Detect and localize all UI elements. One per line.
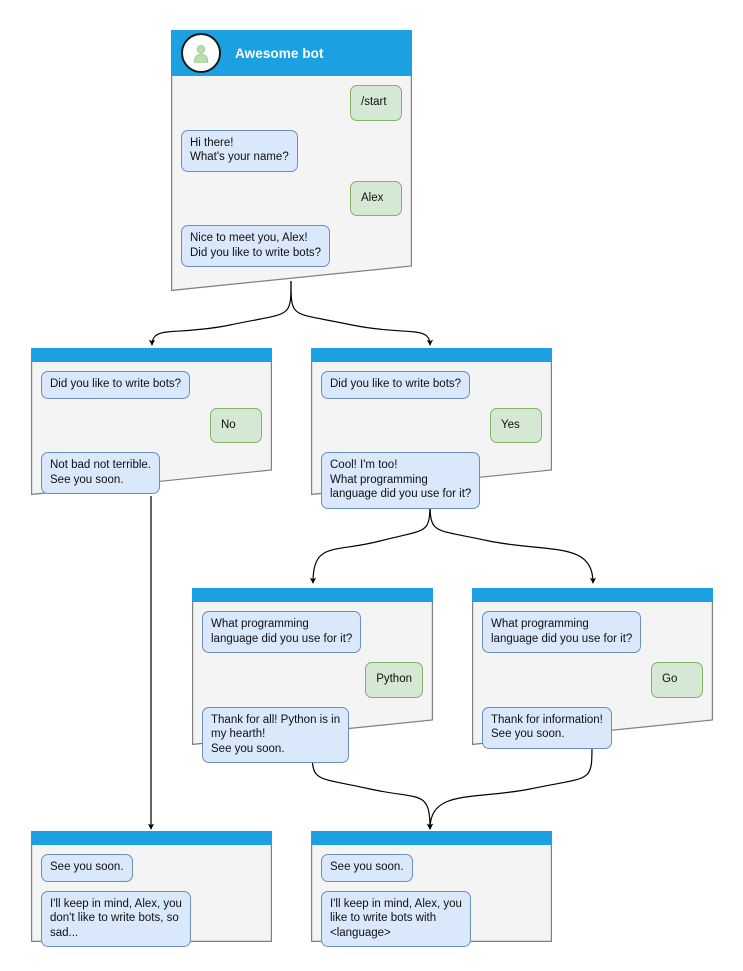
message-row: Go [482, 662, 703, 698]
user-message-bubble: No [210, 407, 262, 443]
node-start-title: Awesome bot [235, 45, 324, 61]
node-answer-python-header [192, 588, 433, 602]
user-message-bubble: Alex [350, 180, 402, 216]
bot-message-bubble: Thank for information! See you soon. [482, 706, 612, 749]
node-answer-go-header [472, 588, 713, 602]
node-answer-yes-chat: Did you like to write bots? Yes Cool! I'… [311, 362, 552, 528]
bot-message-bubble: Hi there! What's your name? [181, 129, 298, 172]
node-end-happy-chat: See you soon. I'll keep in mind, Alex, y… [311, 845, 552, 966]
person-avatar-icon [181, 33, 221, 73]
node-start-chat: /start Hi there! What's your name? Alex … [171, 76, 412, 286]
node-end-sad-chat: See you soon. I'll keep in mind, Alex, y… [31, 845, 272, 966]
bot-message-bubble: See you soon. [321, 854, 413, 882]
message-row: What programming language did you use fo… [482, 611, 703, 653]
node-start-header: Awesome bot [171, 30, 412, 76]
user-message-bubble: Yes [490, 407, 542, 443]
message-row: Thank for all! Python is in my hearth! S… [202, 706, 423, 763]
message-row: Thank for information! See you soon. [482, 706, 703, 749]
node-answer-no[interactable]: Did you like to write bots? No Not bad n… [31, 348, 272, 496]
user-message-bubble: Python [365, 662, 423, 698]
message-row: Did you like to write bots? [321, 371, 542, 399]
message-row: See you soon. [321, 854, 542, 882]
message-row: Python [202, 662, 423, 698]
bot-message-bubble: Did you like to write bots? [321, 371, 471, 399]
message-row: I'll keep in mind, Alex, you don't like … [41, 890, 262, 947]
bot-message-bubble: Nice to meet you, Alex! Did you like to … [181, 225, 331, 267]
message-row: Alex [181, 180, 402, 216]
node-answer-python[interactable]: What programming language did you use fo… [192, 588, 433, 763]
node-answer-python-chat: What programming language did you use fo… [192, 602, 433, 782]
node-end-sad-header [31, 831, 272, 845]
node-answer-yes-header [311, 348, 552, 362]
node-end-happy-header [311, 831, 552, 845]
bot-message-bubble: Cool! I'm too! What programming language… [321, 452, 481, 509]
user-message-bubble: /start [350, 85, 402, 121]
user-message-bubble: Go [651, 662, 703, 698]
message-row: See you soon. [41, 854, 262, 882]
node-end-sad-content: See you soon. I'll keep in mind, Alex, y… [31, 831, 272, 966]
node-end-happy-content: See you soon. I'll keep in mind, Alex, y… [311, 831, 552, 966]
message-row: Did you like to write bots? [41, 371, 262, 399]
message-row: Hi there! What's your name? [181, 129, 402, 172]
node-answer-yes[interactable]: Did you like to write bots? Yes Cool! I'… [311, 348, 552, 509]
message-row: Yes [321, 407, 542, 443]
node-start[interactable]: Awesome bot /start Hi there! What's your… [171, 30, 412, 292]
node-answer-no-chat: Did you like to write bots? No Not bad n… [31, 362, 272, 513]
node-answer-no-content: Did you like to write bots? No Not bad n… [31, 348, 272, 513]
bot-message-bubble: I'll keep in mind, Alex, you don't like … [41, 890, 191, 947]
node-answer-go[interactable]: What programming language did you use fo… [472, 588, 713, 749]
bot-message-bubble: Thank for all! Python is in my hearth! S… [202, 706, 350, 763]
message-row: What programming language did you use fo… [202, 611, 423, 653]
node-answer-go-chat: What programming language did you use fo… [472, 602, 713, 768]
message-row: /start [181, 85, 402, 121]
bot-message-bubble: What programming language did you use fo… [202, 611, 362, 653]
node-answer-python-content: What programming language did you use fo… [192, 588, 433, 782]
bot-message-bubble: See you soon. [41, 854, 133, 882]
message-row: No [41, 407, 262, 443]
message-row: I'll keep in mind, Alex, you like to wri… [321, 890, 542, 947]
message-row: Nice to meet you, Alex! Did you like to … [181, 225, 402, 267]
node-end-happy[interactable]: See you soon. I'll keep in mind, Alex, y… [311, 831, 552, 947]
bot-message-bubble: Not bad not terrible. See you soon. [41, 452, 161, 494]
bot-message-bubble: I'll keep in mind, Alex, you like to wri… [321, 890, 471, 947]
bot-message-bubble: Did you like to write bots? [41, 371, 191, 399]
bot-message-bubble: What programming language did you use fo… [482, 611, 642, 653]
node-end-sad[interactable]: See you soon. I'll keep in mind, Alex, y… [31, 831, 272, 947]
node-start-content: Awesome bot /start Hi there! What's your… [171, 30, 412, 286]
node-answer-yes-content: Did you like to write bots? Yes Cool! I'… [311, 348, 552, 528]
node-answer-go-content: What programming language did you use fo… [472, 588, 713, 768]
node-answer-no-header [31, 348, 272, 362]
message-row: Not bad not terrible. See you soon. [41, 452, 262, 494]
message-row: Cool! I'm too! What programming language… [321, 452, 542, 509]
